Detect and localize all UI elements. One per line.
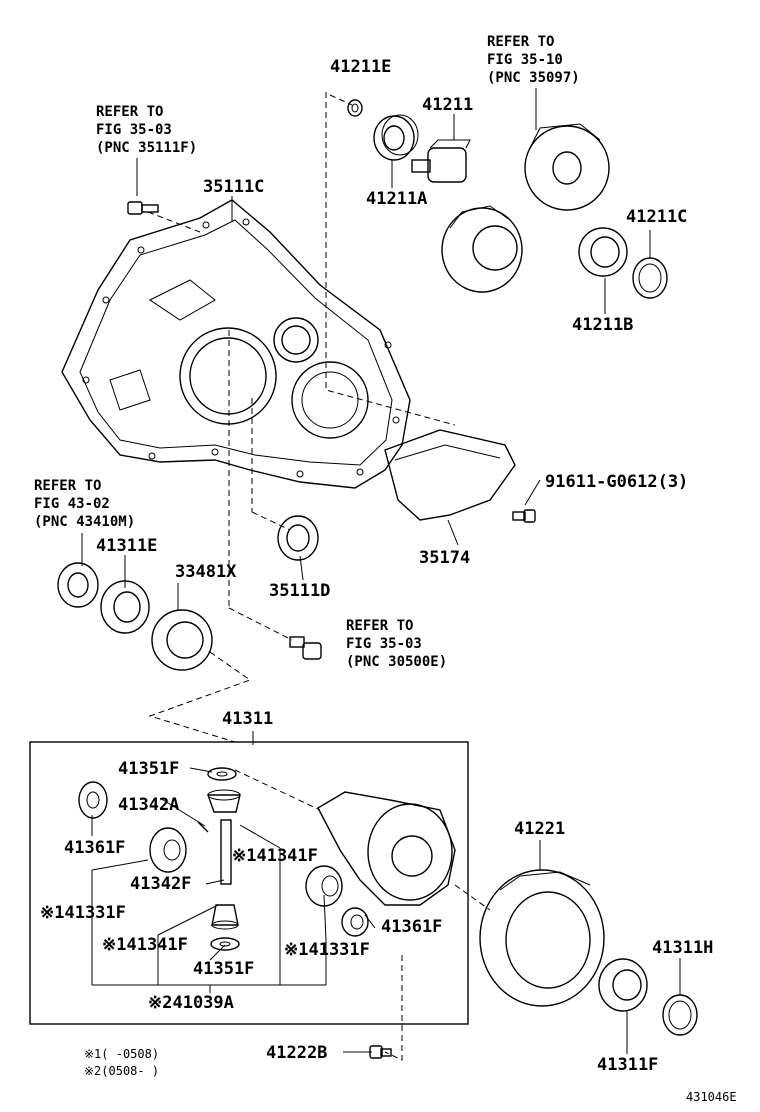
label-41341F-right[interactable]: ※141341F (232, 846, 318, 866)
bearing-41211B[interactable] (578, 227, 628, 277)
ref-line: FIG 35-10 (487, 52, 563, 68)
label-33481X[interactable]: 33481X (175, 562, 237, 582)
gear-35097[interactable] (524, 123, 610, 211)
washer-41351F-top[interactable] (207, 767, 237, 781)
refer-fig-35-03-a[interactable]: REFER TO FIG 35-03 (PNC 35111F) (96, 104, 197, 156)
label-41221[interactable]: 41221 (514, 819, 565, 839)
label-41211C[interactable]: 41211C (626, 207, 687, 227)
gear-41341F-right[interactable] (305, 865, 343, 907)
shim-41211C[interactable] (632, 257, 668, 299)
label-41331F-right[interactable]: ※141331F (284, 940, 370, 960)
label-41341F-left[interactable]: ※141341F (102, 935, 188, 955)
bearing-41211A[interactable] (373, 114, 419, 161)
shaft-41342F[interactable] (220, 819, 232, 885)
label-35111D[interactable]: 35111D (269, 581, 330, 601)
figure-id: 431046E (686, 1090, 737, 1104)
label-41342A[interactable]: 41342A (118, 795, 179, 815)
ref-line: FIG 43-02 (34, 496, 110, 512)
washer-41361F-right[interactable] (341, 907, 369, 937)
footnote-2: ※2(0508- ) (84, 1064, 159, 1078)
label-35174[interactable]: 35174 (419, 548, 470, 568)
label-41211B[interactable]: 41211B (572, 315, 633, 335)
label-41311F[interactable]: 41311F (597, 1055, 658, 1075)
washer-41361F-left[interactable] (78, 781, 108, 819)
label-41039A[interactable]: ※241039A (148, 993, 234, 1013)
shim-41311H[interactable] (662, 994, 698, 1036)
refer-fig-35-03-b[interactable]: REFER TO FIG 35-03 (PNC 30500E) (346, 618, 447, 670)
seal-43410M[interactable] (57, 562, 99, 608)
label-41351F-top[interactable]: 41351F (118, 759, 179, 779)
pinion-41211[interactable] (411, 139, 471, 183)
gear-41331F-top[interactable] (207, 789, 241, 813)
refer-fig-43-02[interactable]: REFER TO FIG 43-02 (PNC 43410M) (34, 478, 135, 530)
ref-line: REFER TO (96, 104, 163, 120)
label-41331F-left[interactable]: ※141331F (40, 903, 126, 923)
gear-41341F-left[interactable] (149, 827, 187, 873)
washer-41351F-bottom[interactable] (210, 937, 240, 951)
bearing-41311E[interactable] (100, 580, 150, 634)
bolt-icon[interactable] (512, 509, 536, 523)
ref-line: (PNC 35111F) (96, 140, 197, 156)
label-41311H[interactable]: 41311H (652, 938, 713, 958)
gear-41331F-bottom[interactable] (211, 904, 239, 930)
shield-35174[interactable] (384, 429, 516, 521)
refer-fig-35-10[interactable]: REFER TO FIG 35-10 (PNC 35097) (487, 34, 580, 86)
ref-line: (PNC 30500E) (346, 654, 447, 670)
pin-41342A[interactable] (197, 821, 209, 833)
label-41361F-right[interactable]: 41361F (381, 917, 442, 937)
ref-line: REFER TO (34, 478, 101, 494)
bearing-33481X[interactable] (151, 609, 213, 671)
seal-35111D[interactable] (277, 515, 319, 561)
differential-assembly-box (29, 741, 469, 1025)
label-41222B[interactable]: 41222B (266, 1043, 327, 1063)
label-41361F-left[interactable]: 41361F (64, 838, 125, 858)
bearing-41311F[interactable] (598, 958, 648, 1012)
label-41211A[interactable]: 41211A (366, 189, 427, 209)
label-41351F-bottom[interactable]: 41351F (193, 959, 254, 979)
label-41311E[interactable]: 41311E (96, 536, 157, 556)
label-41311[interactable]: 41311 (222, 709, 273, 729)
differential-case[interactable] (317, 791, 456, 906)
ref-line: (PNC 35097) (487, 70, 580, 86)
bolt-icon[interactable] (127, 201, 159, 215)
ref-line: FIG 35-03 (346, 636, 422, 652)
ref-line: REFER TO (346, 618, 413, 634)
gear-driven[interactable] (441, 205, 523, 293)
transmission-case[interactable] (61, 199, 411, 489)
ref-line: REFER TO (487, 34, 554, 50)
label-91611-G0612[interactable]: 91611-G0612(3) (545, 472, 688, 492)
dashed-lines (147, 92, 491, 1061)
label-35111C[interactable]: 35111C (203, 177, 264, 197)
label-41211E[interactable]: 41211E (330, 57, 391, 77)
ring-gear-41221[interactable] (479, 869, 605, 1007)
ref-line: (PNC 43410M) (34, 514, 135, 530)
bolt-icon[interactable] (289, 636, 322, 660)
ref-line: FIG 35-03 (96, 122, 172, 138)
leader-lines (81, 88, 681, 1054)
bushing-41211E[interactable] (347, 99, 363, 117)
bolt-icon[interactable] (369, 1045, 392, 1059)
label-41211[interactable]: 41211 (422, 95, 473, 115)
label-41342F[interactable]: 41342F (130, 874, 191, 894)
footnote-1: ※1( -0508) (84, 1047, 159, 1061)
